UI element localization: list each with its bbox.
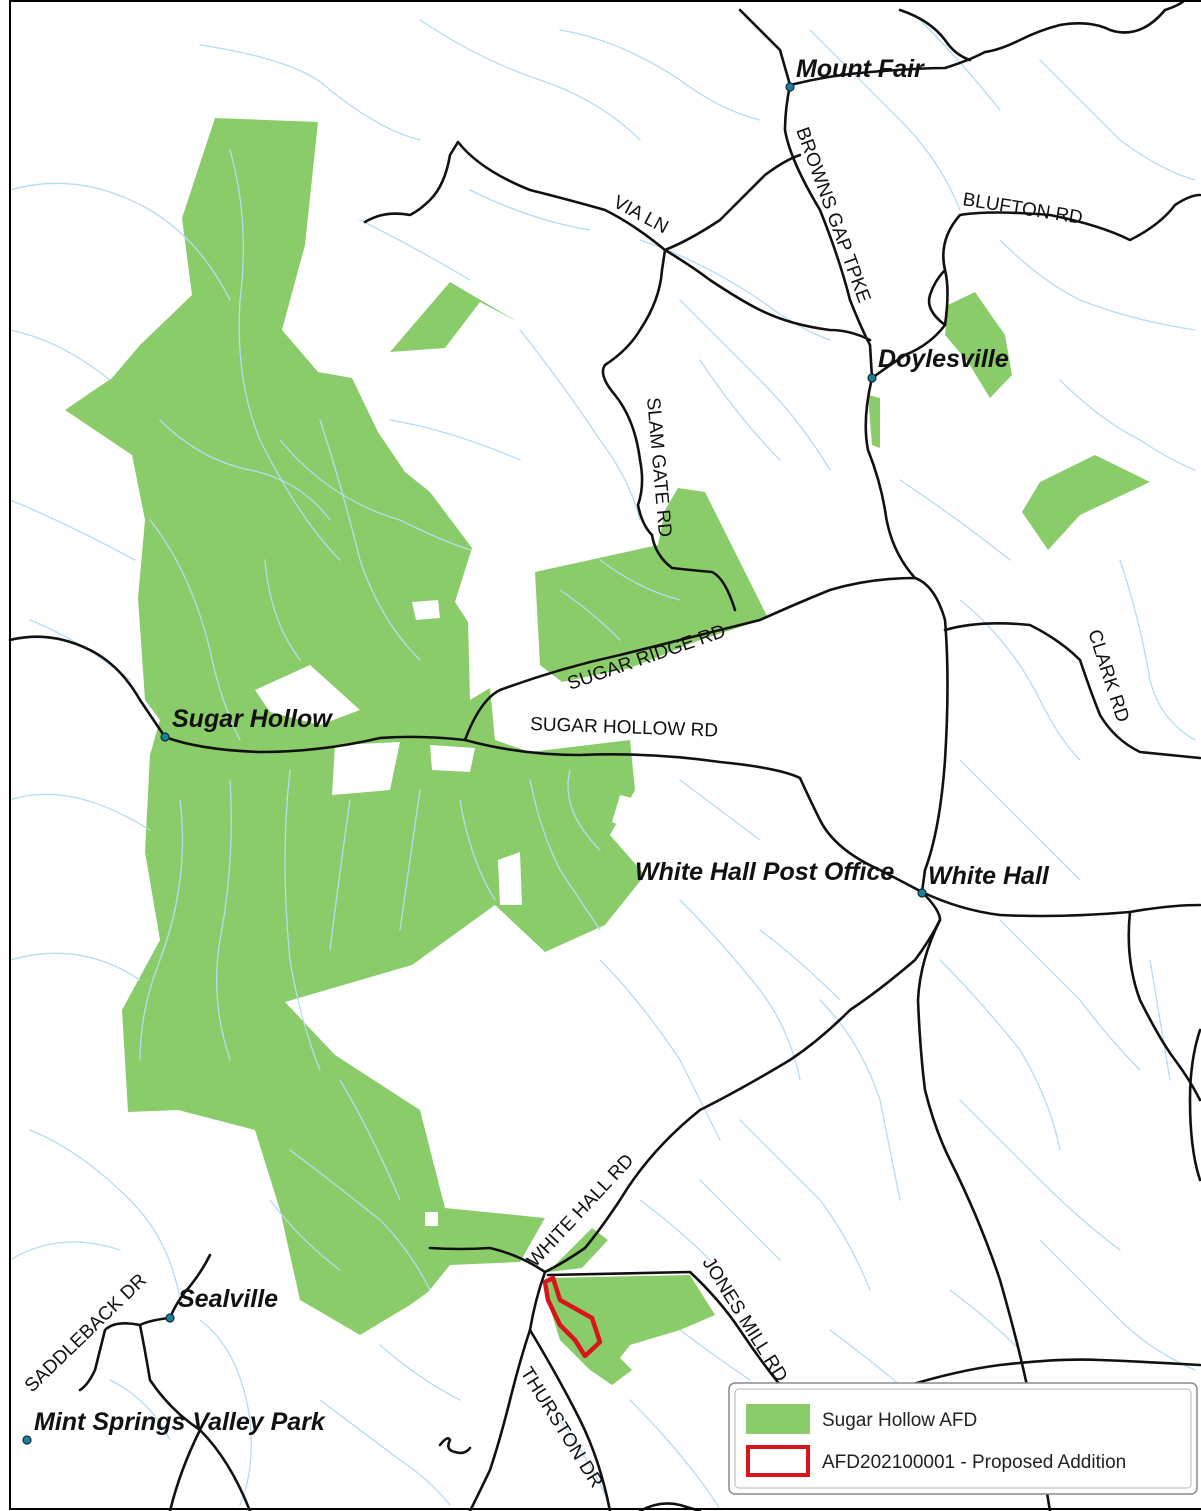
road-clark[interactable] bbox=[943, 622, 1201, 760]
legend-inner-border bbox=[734, 1388, 1192, 1489]
place-dot-mint-springs[interactable] bbox=[22, 1435, 32, 1445]
place-label-doylesville: Doylesville bbox=[878, 345, 1009, 373]
road-north-loop[interactable] bbox=[898, 8, 972, 62]
place-dot-mount-fair[interactable] bbox=[785, 82, 795, 92]
road-blufton[interactable] bbox=[870, 193, 1201, 380]
road-blufton-spur[interactable] bbox=[927, 268, 947, 327]
place-dot-sealville[interactable] bbox=[165, 1313, 175, 1323]
place-markers bbox=[22, 82, 927, 1445]
road-saddleback-west[interactable] bbox=[78, 1322, 142, 1392]
legend-label-proposed: AFD202100001 - Proposed Addition bbox=[822, 1452, 1126, 1473]
road-via-ln[interactable] bbox=[363, 140, 802, 252]
afd-parcel-east[interactable] bbox=[1022, 455, 1150, 550]
road-browns-gap[interactable] bbox=[738, 8, 917, 580]
road-east-loop[interactable] bbox=[1127, 910, 1201, 1102]
afd-parcel-north[interactable] bbox=[390, 282, 518, 352]
place-label-mint-springs: Mint Springs Valley Park bbox=[34, 1408, 326, 1436]
road-south-west[interactable] bbox=[168, 1428, 202, 1511]
place-dot-white-hall[interactable] bbox=[917, 888, 927, 898]
place-label-mount-fair: Mount Fair bbox=[796, 55, 925, 83]
roads bbox=[8, 0, 1201, 1511]
afd-proposed-addition-outline[interactable] bbox=[542, 1275, 603, 1359]
road-thurston[interactable] bbox=[468, 1270, 547, 1511]
map-frame bbox=[9, 0, 1201, 1510]
road-mount-fair[interactable] bbox=[788, 0, 1187, 87]
map-legend: Sugar Hollow AFD AFD202100001 - Proposed… bbox=[728, 1382, 1198, 1495]
place-label-sealville: Sealville bbox=[178, 1285, 278, 1313]
place-dot-doylesville[interactable] bbox=[867, 373, 877, 383]
place-dot-sugar-hollow[interactable] bbox=[160, 732, 170, 742]
road-east-far[interactable] bbox=[1188, 1028, 1201, 1182]
road-slam-gate[interactable] bbox=[601, 248, 737, 612]
afd-parcel-main[interactable] bbox=[65, 118, 645, 1335]
place-label-white-hall-post-office: White Hall Post Office bbox=[635, 858, 894, 886]
road-sealville-a[interactable] bbox=[428, 1246, 547, 1274]
place-label-sugar-hollow: Sugar Hollow bbox=[172, 705, 333, 733]
place-label-white-hall: White Hall bbox=[928, 862, 1050, 890]
streams bbox=[9, 19, 1196, 1511]
road-south-spur[interactable] bbox=[438, 1437, 472, 1455]
road-white-hall[interactable] bbox=[543, 890, 942, 1274]
legend-swatch-proposed bbox=[746, 1445, 810, 1477]
place-labels: Mount Fair Doylesville Sugar Hollow Whit… bbox=[34, 55, 1050, 1436]
afd-parcel-south[interactable] bbox=[548, 1275, 715, 1385]
road-via-ln-east[interactable] bbox=[663, 248, 872, 342]
road-sugar-hollow[interactable] bbox=[8, 635, 1201, 918]
road-saddleback[interactable] bbox=[138, 1253, 252, 1511]
legend-box bbox=[728, 1382, 1198, 1495]
road-sugar-ridge[interactable] bbox=[463, 576, 949, 894]
legend-label-afd: Sugar Hollow AFD bbox=[822, 1410, 977, 1431]
afd-parcel-sliver[interactable] bbox=[868, 395, 880, 448]
road-thurston-east[interactable] bbox=[528, 1328, 612, 1511]
afd-parcel-doylesville[interactable] bbox=[945, 292, 1012, 398]
legend-swatch-afd bbox=[746, 1404, 810, 1434]
